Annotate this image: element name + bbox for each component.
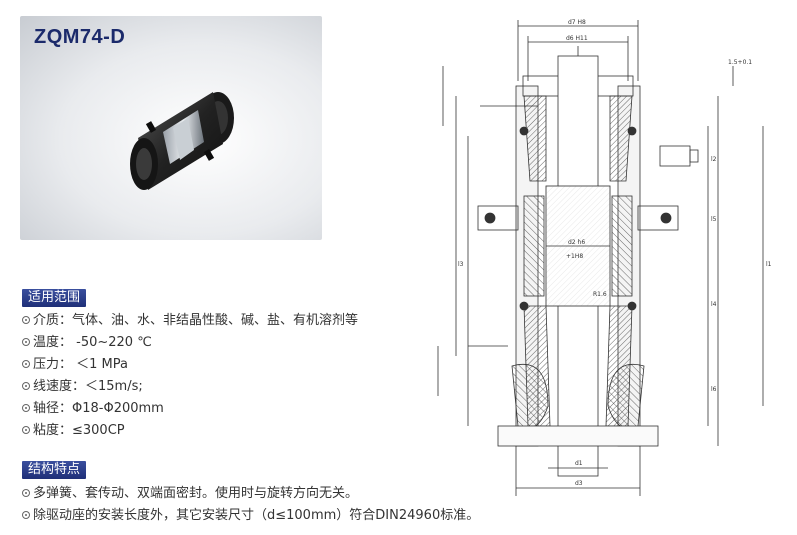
dim-tolerance: 1.5+0.1 — [728, 59, 752, 66]
spec-item: 压力： ＜1 MPa — [22, 354, 358, 376]
features-section-header: 结构特点 — [22, 461, 87, 479]
dim-d3: d3 — [575, 480, 583, 487]
model-title: ZQM74-D — [34, 26, 126, 48]
scope-section-header: 适用范围 — [22, 289, 87, 307]
feature-item: 除驱动座的安装长度外，其它安装尺寸（d≤100mm）符合DIN24960标准。 — [22, 505, 479, 527]
bullet-icon — [22, 404, 30, 412]
dim-l5: l5 — [711, 216, 717, 223]
product-image — [130, 92, 234, 190]
dim-l2: l2 — [711, 156, 717, 163]
spec-item: 温度： -50~220 ℃ — [22, 332, 358, 354]
bullet-icon — [22, 489, 30, 497]
bullet-icon — [22, 426, 30, 434]
bullet-icon — [22, 382, 30, 390]
bullet-icon — [22, 360, 30, 368]
dim-d2: d2 h6 — [568, 239, 585, 246]
dim-l4: l4 — [711, 301, 717, 308]
dim-l6: l6 — [711, 386, 717, 393]
bullet-icon — [22, 316, 30, 324]
bullet-icon — [22, 511, 30, 519]
feature-list: 多弹簧、套传动、双端面密封。使用时与旋转方向无关。 除驱动座的安装长度外，其它安… — [22, 483, 479, 527]
spec-list: 介质：气体、油、水、非结晶性酸、碱、盐、有机溶剂等 温度： -50~220 ℃ … — [22, 310, 358, 442]
dim-l1: l1 — [766, 261, 772, 268]
dim-d1: d1 — [575, 460, 583, 467]
technical-drawing: d7 H8 d6 H11 d2 h6 +1H8 d1 d3 1.5+0.1 l1… — [437, 19, 772, 496]
dim-d7: d7 H8 — [568, 19, 586, 26]
product-photo-panel: ZQM74-D — [20, 16, 322, 240]
spec-item: 线速度：＜15m/s; — [22, 376, 358, 398]
dim-d6: d6 H11 — [566, 35, 588, 42]
dim-l3: l3 — [458, 261, 464, 268]
spec-item: 粘度：≤300CP — [22, 420, 358, 442]
spec-item: 介质：气体、油、水、非结晶性酸、碱、盐、有机溶剂等 — [22, 310, 358, 332]
dim-r16: R1.6 — [593, 291, 607, 298]
dim-h8: +1H8 — [566, 253, 583, 260]
feature-item: 多弹簧、套传动、双端面密封。使用时与旋转方向无关。 — [22, 483, 479, 505]
spec-item: 轴径：Φ18-Φ200mm — [22, 398, 358, 420]
bullet-icon — [22, 338, 30, 346]
